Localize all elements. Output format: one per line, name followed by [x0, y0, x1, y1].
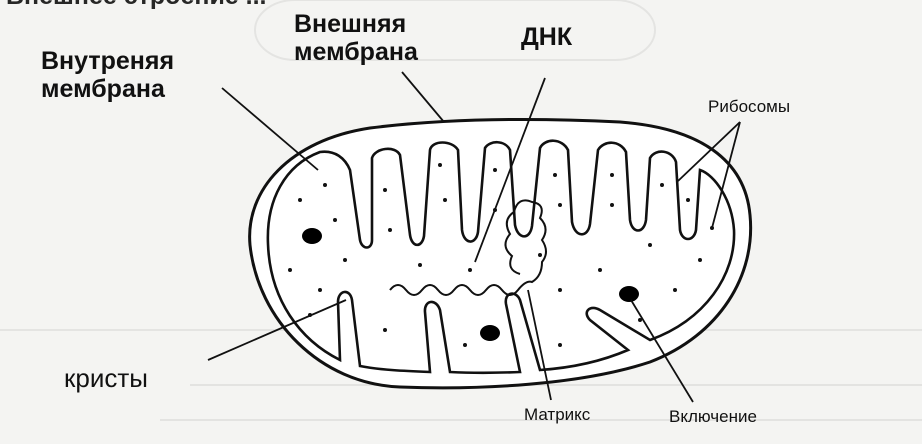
- label-matrix: Матрикс: [524, 405, 591, 424]
- outer-membrane-shape: [248, 118, 753, 390]
- leader-cristae: [207, 299, 347, 361]
- inner-membrane-shape: [266, 139, 736, 375]
- leader-outer-membrane: [401, 71, 445, 123]
- label-dna: ДНК: [521, 23, 573, 51]
- leader-inclusion: [630, 299, 694, 403]
- leader-lines: [207, 71, 741, 403]
- matrix-dots: [288, 163, 714, 347]
- label-outer-membrane: Внешняя мембрана: [294, 10, 418, 66]
- leader-ribosomes-1: [677, 121, 741, 182]
- leader-dna: [474, 77, 546, 263]
- label-cristae: кристы: [64, 363, 148, 393]
- leader-matrix: [527, 289, 552, 401]
- inclusion-granules: [302, 228, 639, 341]
- leader-ribosomes-2: [711, 121, 741, 229]
- title-fragment: Внешнее строение ...: [6, 0, 267, 10]
- dna-strand: [389, 199, 547, 296]
- background-bleedthrough: [0, 0, 922, 421]
- label-ribosomes: Рибосомы: [708, 97, 791, 116]
- leader-inner-membrane: [221, 87, 319, 171]
- label-inclusion: Включение: [669, 407, 757, 426]
- label-inner-membrane: Внутреняя мембрана: [41, 47, 175, 103]
